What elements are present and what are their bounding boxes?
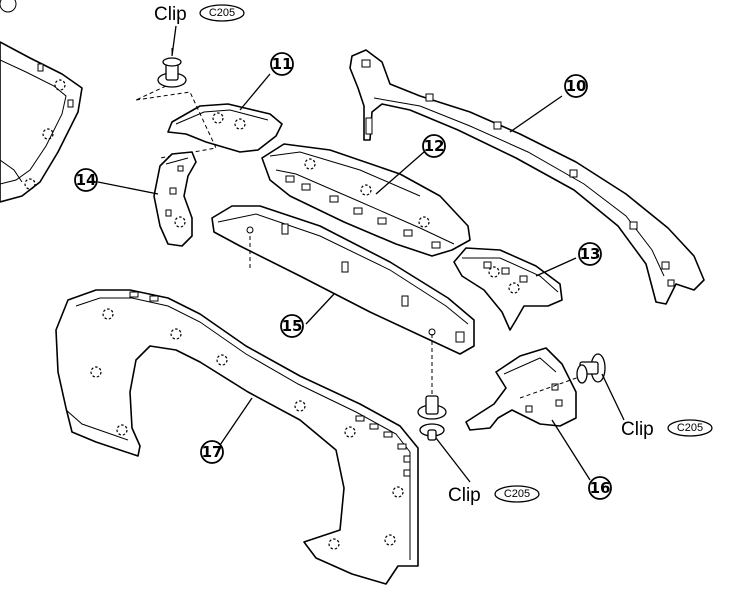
svg-text:17: 17 <box>202 443 223 461</box>
leader-lines <box>97 25 625 483</box>
svg-text:15: 15 <box>282 317 303 335</box>
callout-11: 11 <box>270 52 294 76</box>
part-13-panel <box>453 247 563 331</box>
svg-text:11: 11 <box>272 55 293 73</box>
svg-text:14: 14 <box>76 171 97 189</box>
svg-text:12: 12 <box>424 137 445 155</box>
svg-text:C205: C205 <box>504 488 530 500</box>
part-11-panel <box>135 91 283 159</box>
callout-16: 16 <box>588 476 612 500</box>
partial-frame-part <box>0 0 83 203</box>
svg-text:Clip: Clip <box>154 4 187 25</box>
part-12-panel <box>261 143 471 257</box>
svg-text:13: 13 <box>580 245 601 263</box>
callout-10: 10 <box>564 74 588 98</box>
svg-text:Clip: Clip <box>448 485 481 506</box>
clip-bottom-label: Clip C205 <box>448 485 540 506</box>
part-15-panel <box>211 205 475 402</box>
clip-top-hardware <box>135 48 187 101</box>
callout-17: 17 <box>200 440 224 464</box>
svg-text:C205: C205 <box>677 422 703 434</box>
callout-14: 14 <box>74 168 98 192</box>
clip-bottom-hardware <box>417 395 447 441</box>
callout-13: 13 <box>578 242 602 266</box>
part-14-bracket <box>153 151 197 247</box>
part-16-bracket <box>465 347 583 431</box>
clip-top-label: Clip C205 <box>154 4 245 25</box>
svg-text:Clip: Clip <box>621 419 654 440</box>
callout-12: 12 <box>422 134 446 158</box>
svg-text:C205: C205 <box>209 7 235 19</box>
part-10-panel <box>349 49 705 305</box>
part-17-arch-panel <box>55 289 419 585</box>
svg-text:16: 16 <box>590 479 611 497</box>
svg-text:10: 10 <box>566 77 587 95</box>
clip-right-hardware <box>576 353 606 384</box>
clip-right-label: Clip C205 <box>621 419 713 440</box>
callout-15: 15 <box>280 314 304 338</box>
